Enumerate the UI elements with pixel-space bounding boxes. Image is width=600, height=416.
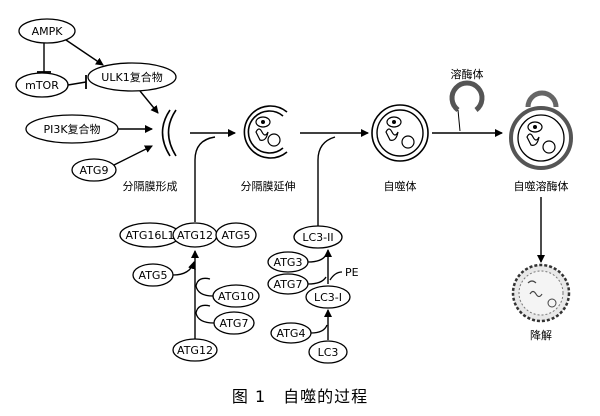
atg12-input-node: ATG12	[172, 338, 218, 362]
atg7-left-curve	[195, 304, 215, 324]
pe-curve	[329, 271, 343, 281]
pe-label: PE	[345, 266, 359, 279]
atg9-node: ATG9	[71, 158, 117, 182]
atg5-input-node: ATG5	[132, 263, 174, 287]
atg10-curve	[195, 277, 214, 297]
degraded-vesicle	[511, 263, 571, 323]
atg5-join-curve	[172, 261, 196, 276]
atg3-curve	[307, 254, 327, 263]
atg10-node: ATG10	[212, 284, 260, 308]
atg12-system-to-pathway	[194, 136, 216, 222]
lc3-ii-label: LC3-II	[302, 231, 333, 244]
atg9-to-phagophore-arrow	[113, 145, 153, 166]
figure-caption: 图 1 自噬的过程	[232, 387, 368, 406]
lysosome-to-pathway-line	[457, 109, 461, 132]
ulk1-label: ULK1复合物	[101, 70, 162, 84]
elongating-phagophore	[243, 105, 288, 159]
phagophore-elongation-label: 分隔膜延伸	[241, 180, 296, 193]
lc3-system-to-pathway	[317, 136, 336, 228]
ampk-label: AMPK	[32, 25, 64, 38]
atg7-right-node: ATG7	[267, 273, 309, 295]
atg12-input-label: ATG12	[177, 344, 213, 357]
ampk-to-ulk1-arrow	[65, 39, 104, 66]
atg16l1-label: ATG16L1	[125, 229, 174, 242]
atg4-curve	[310, 324, 328, 334]
ampk-inhibits-mtor	[37, 43, 51, 73]
atg5-complex-node: ATG5	[215, 222, 257, 248]
mtor-node: mTOR	[15, 72, 69, 98]
lysosome	[449, 80, 485, 112]
autolysosome-label: 自噬溶酶体	[514, 179, 569, 193]
atg10-label: ATG10	[218, 290, 254, 303]
phagophore-membrane	[161, 109, 177, 157]
pi3k-label: PI3K复合物	[43, 122, 100, 136]
lc3-i-node: LC3-I	[305, 285, 351, 309]
ulk1-complex-node: ULK1复合物	[87, 62, 177, 92]
lc3-label: LC3	[318, 346, 339, 359]
atg16l1-node: ATG16L1	[119, 222, 181, 248]
lc3-i-label: LC3-I	[314, 291, 342, 304]
atg7-right-curve	[307, 276, 327, 285]
atg7-left-node: ATG7	[213, 311, 255, 335]
degradation-label: 降解	[530, 328, 552, 342]
autolysosome	[509, 90, 573, 170]
autophagosome-label: 自噬体	[384, 179, 417, 193]
lc3-node: LC3	[308, 340, 348, 364]
lc3-ii-node: LC3-II	[293, 225, 343, 249]
atg3-node: ATG3	[267, 251, 309, 273]
atg7-right-label: ATG7	[274, 278, 303, 291]
ampk-node: AMPK	[18, 18, 76, 44]
lysosome-label: 溶酶体	[451, 67, 484, 81]
atg9-label: ATG9	[80, 164, 109, 177]
atg5-input-label: ATG5	[139, 269, 168, 282]
autophagosome	[371, 104, 429, 162]
atg4-label: ATG4	[277, 327, 306, 340]
atg4-node: ATG4	[270, 322, 312, 344]
atg3-label: ATG3	[274, 256, 303, 269]
mtor-inhibits-ulk1	[67, 75, 87, 89]
ulk1-to-phagophore-arrow	[139, 90, 159, 114]
mtor-label: mTOR	[25, 79, 59, 92]
atg12-complex-label: ATG12	[177, 229, 213, 242]
atg5-complex-label: ATG5	[222, 229, 251, 242]
pi3k-complex-node: PI3K复合物	[25, 114, 119, 144]
phagophore-formation-label: 分隔膜形成	[123, 180, 178, 193]
atg7-left-label: ATG7	[220, 317, 249, 330]
atg12-complex-node: ATG12	[172, 222, 218, 248]
